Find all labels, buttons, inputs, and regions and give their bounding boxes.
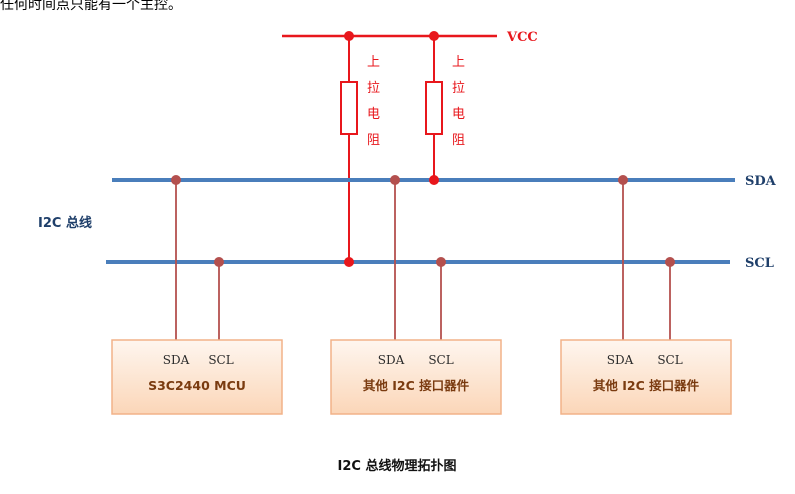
junction-vcc-1 xyxy=(344,31,354,41)
resistor-label-char: 拉 xyxy=(367,81,380,96)
device-box-3: SDA SCL 其他 I2C 接口器件 xyxy=(560,339,732,415)
device-name: S3C2440 MCU xyxy=(148,378,246,393)
vcc-label: VCC xyxy=(506,30,538,45)
junction-dev2-scl xyxy=(436,257,446,267)
device-pin-scl: SCL xyxy=(657,353,682,367)
junction-dev1-scl xyxy=(214,257,224,267)
device-pin-scl: SCL xyxy=(208,353,233,367)
resistor-label-char: 阻 xyxy=(452,133,465,148)
junction-scl-pullup xyxy=(344,257,354,267)
resistor-label-char: 阻 xyxy=(367,133,380,148)
pullup-resistor-1 xyxy=(340,81,358,135)
resistor-label-char: 电 xyxy=(452,107,465,122)
junction-vcc-2 xyxy=(429,31,439,41)
resistor-label-2: 上 拉 电 阻 xyxy=(452,55,465,148)
resistor-label-char: 拉 xyxy=(452,81,465,96)
pullup-resistor-2 xyxy=(425,81,443,135)
resistor-label-char: 电 xyxy=(367,107,380,122)
scl-line-label: SCL xyxy=(745,256,774,271)
device-pin-sda: SDA xyxy=(378,353,405,367)
device-pin-sda: SDA xyxy=(163,353,190,367)
resistor-label-char: 上 xyxy=(452,55,465,70)
junction-dev3-scl xyxy=(665,257,675,267)
device-box-3-bg xyxy=(560,339,732,415)
device-name: 其他 I2C 接口器件 xyxy=(593,378,700,393)
device-name: 其他 I2C 接口器件 xyxy=(363,378,470,393)
device-box-2: SDA SCL 其他 I2C 接口器件 xyxy=(330,339,502,415)
device-pin-sda: SDA xyxy=(607,353,634,367)
bus-label: I2C 总线 xyxy=(38,215,92,231)
junction-sda-pullup xyxy=(429,175,439,185)
device-pin-scl: SCL xyxy=(428,353,453,367)
junction-dev2-sda xyxy=(390,175,400,185)
device-box-2-bg xyxy=(330,339,502,415)
resistor-label-1: 上 拉 电 阻 xyxy=(367,55,380,148)
device-box-1: SDA SCL S3C2440 MCU xyxy=(111,339,283,415)
junction-dev3-sda xyxy=(618,175,628,185)
diagram-caption: I2C 总线物理拓扑图 xyxy=(338,458,457,474)
resistor-label-char: 上 xyxy=(367,55,380,70)
device-box-1-bg xyxy=(111,339,283,415)
junction-dev1-sda xyxy=(171,175,181,185)
sda-line-label: SDA xyxy=(745,174,777,189)
top-text: 任何时间点只能有一个主控。 xyxy=(0,0,182,13)
